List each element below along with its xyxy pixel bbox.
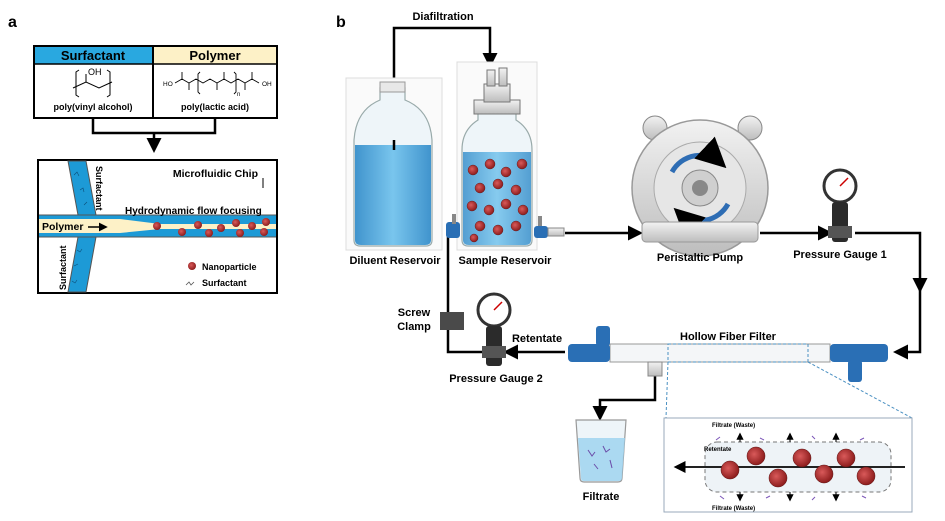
screw-clamp-label-2: Clamp (397, 321, 431, 333)
diafiltration-label: Diafiltration (412, 11, 473, 23)
sample-reservoir-label: Sample Reservoir (459, 255, 553, 267)
peristaltic-pump-label: Peristaltic Pump (657, 252, 743, 264)
tubing (392, 26, 928, 421)
legend-nanoparticle: Nanoparticle (202, 262, 257, 272)
pla-n-label: n (237, 92, 240, 98)
screw-clamp (440, 312, 464, 330)
polymer-name: poly(lactic acid) (181, 102, 249, 112)
chip-title: Microfluidic Chip (173, 168, 258, 180)
pressure-gauge-1-label: Pressure Gauge 1 (793, 249, 887, 261)
inset-nanoparticles (720, 446, 876, 488)
retentate-label: Retentate (512, 333, 562, 345)
filtrate-beaker (575, 419, 627, 483)
hollow-fiber-filter (568, 326, 913, 419)
diluent-reservoir-label: Diluent Reservoir (349, 255, 441, 267)
surfactant-name: poly(vinyl alcohol) (53, 102, 132, 112)
inset-retentate: Retentate (704, 447, 732, 453)
surfactant-bottom-label: Surfactant (58, 245, 68, 290)
panel-b-letter: b (336, 14, 346, 31)
polymer-header-bg (154, 47, 276, 64)
legend-surfactant-swatch (185, 281, 195, 286)
merge-connector (91, 118, 217, 153)
panel-a-letter: a (8, 14, 17, 31)
surfactant-top-label: Surfactant (94, 166, 104, 211)
pva-structure (72, 69, 113, 98)
inset-filtrate-bottom: Filtrate (Waste) (712, 506, 755, 512)
hollow-fiber-filter-label: Hollow Fiber Filter (680, 331, 777, 343)
chip-nanoparticles (153, 218, 270, 237)
pla-oh-label: OH (262, 81, 272, 88)
surfactant-header-bg (35, 47, 152, 64)
surfactant-header: Surfactant (61, 48, 126, 63)
pressure-gauge-2-label: Pressure Gauge 2 (449, 373, 543, 385)
pressure-gauge-2 (476, 292, 512, 366)
filter-inset: Filtrate (Waste) Retentate Filtrate (Was… (663, 417, 913, 513)
screw-clamp-label-1: Screw (398, 307, 431, 319)
legend-surfactant: Surfactant (202, 278, 247, 288)
legend-nanoparticle-swatch (188, 262, 196, 270)
inset-filtrate-top: Filtrate (Waste) (712, 423, 755, 429)
flow-focusing-label: Hydrodynamic flow focusing (125, 206, 262, 217)
pla-structure (174, 71, 260, 95)
diluent-reservoir (345, 77, 443, 251)
sample-reservoir (446, 61, 565, 251)
filtrate-label: Filtrate (583, 491, 620, 503)
peristaltic-pump (631, 115, 769, 257)
material-boxes: Surfactant Polymer OH poly(vinyl alcohol… (33, 45, 278, 119)
polymer-inlet-label: Polymer (42, 221, 83, 233)
pva-oh-label: OH (88, 67, 102, 77)
polymer-header: Polymer (189, 48, 240, 63)
reservoir-nanoparticles (466, 158, 529, 243)
microfluidic-chip: Microfluidic Chip Hydrodynamic flow focu… (37, 159, 278, 294)
pressure-gauge-1 (822, 168, 858, 242)
pla-ho-label: HO (163, 81, 173, 88)
